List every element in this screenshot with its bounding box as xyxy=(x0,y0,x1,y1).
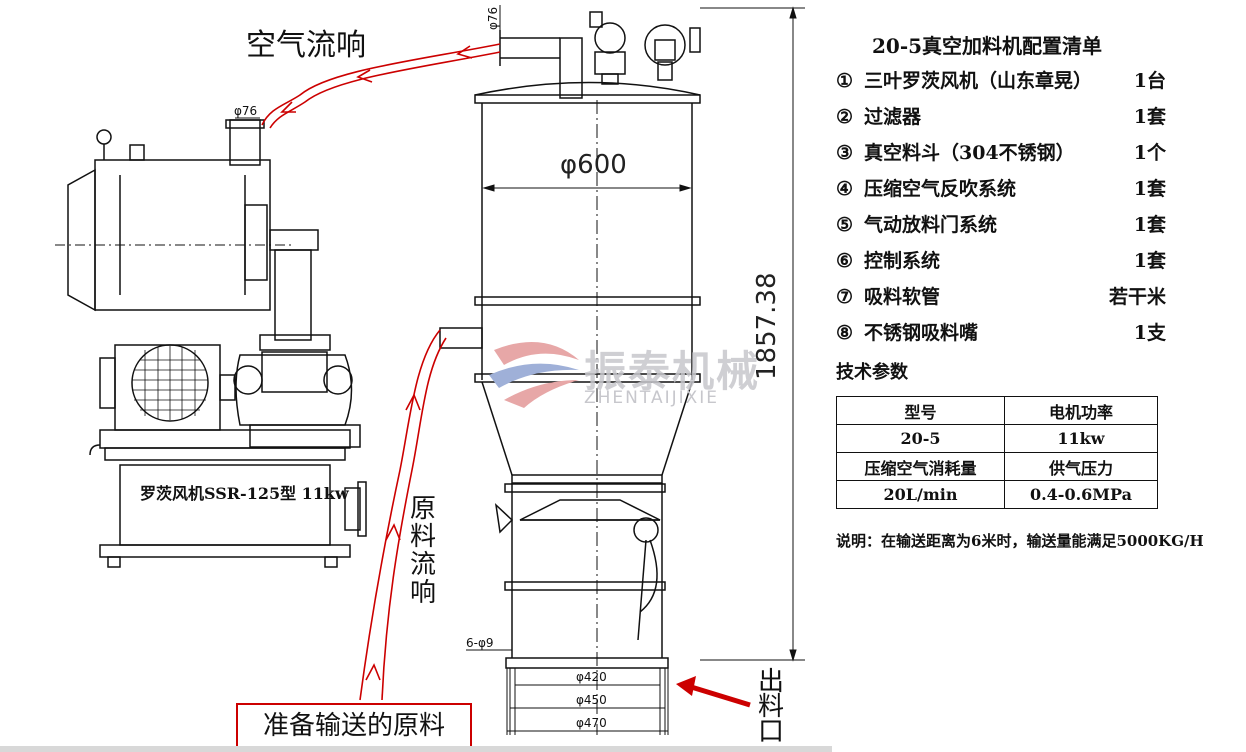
dim-pipe-blower: φ76 xyxy=(234,104,258,118)
watermark-logo-icon xyxy=(489,342,579,408)
dim-d450: φ450 xyxy=(576,693,607,707)
air-flow-label: 空气流响 xyxy=(246,28,366,63)
material-ready-label: 准备输送的原料 xyxy=(236,703,472,749)
watermark: 振泰机械 ZHENTAIJIXIE xyxy=(484,330,774,410)
config-title: 20-5真空加料机配置清单 xyxy=(872,34,1103,58)
table-row: 20L/min 0.4-0.6MPa xyxy=(836,480,1159,509)
params-table: 型号 电机功率 20-5 11kw 压缩空气消耗量 供气压力 20L/min 0… xyxy=(836,396,1159,509)
blower-nameplate: 罗茨风机SSR-125型 11kw xyxy=(140,484,349,503)
equipment-drawing xyxy=(55,5,805,735)
material-flow-label: 原料流响 xyxy=(410,494,437,608)
dim-d470: φ470 xyxy=(576,716,607,730)
watermark-cn: 振泰机械 xyxy=(584,347,761,396)
dim-tank-diameter: φ600 xyxy=(560,150,627,180)
dim-d420: φ420 xyxy=(576,670,607,684)
discharge-port-label: 出料口 xyxy=(758,667,785,747)
watermark-en: ZHENTAIJIXIE xyxy=(584,388,720,408)
flow-arrows xyxy=(261,43,751,708)
blower-unit xyxy=(55,119,367,568)
note-text: 说明：在输送距离为6米时，输送量能满足5000KG/H xyxy=(836,532,1204,550)
vacuum-hopper xyxy=(439,11,701,669)
params-title: 技术参数 xyxy=(836,362,908,383)
bottom-divider xyxy=(0,746,832,752)
dim-bolt-holes: 6-φ9 xyxy=(466,636,494,650)
table-row: 压缩空气消耗量 供气压力 xyxy=(836,452,1159,481)
table-row: 型号 电机功率 xyxy=(836,396,1159,425)
dim-pipe-top: φ76 xyxy=(486,6,500,30)
table-row: 20-5 11kw xyxy=(836,424,1159,453)
